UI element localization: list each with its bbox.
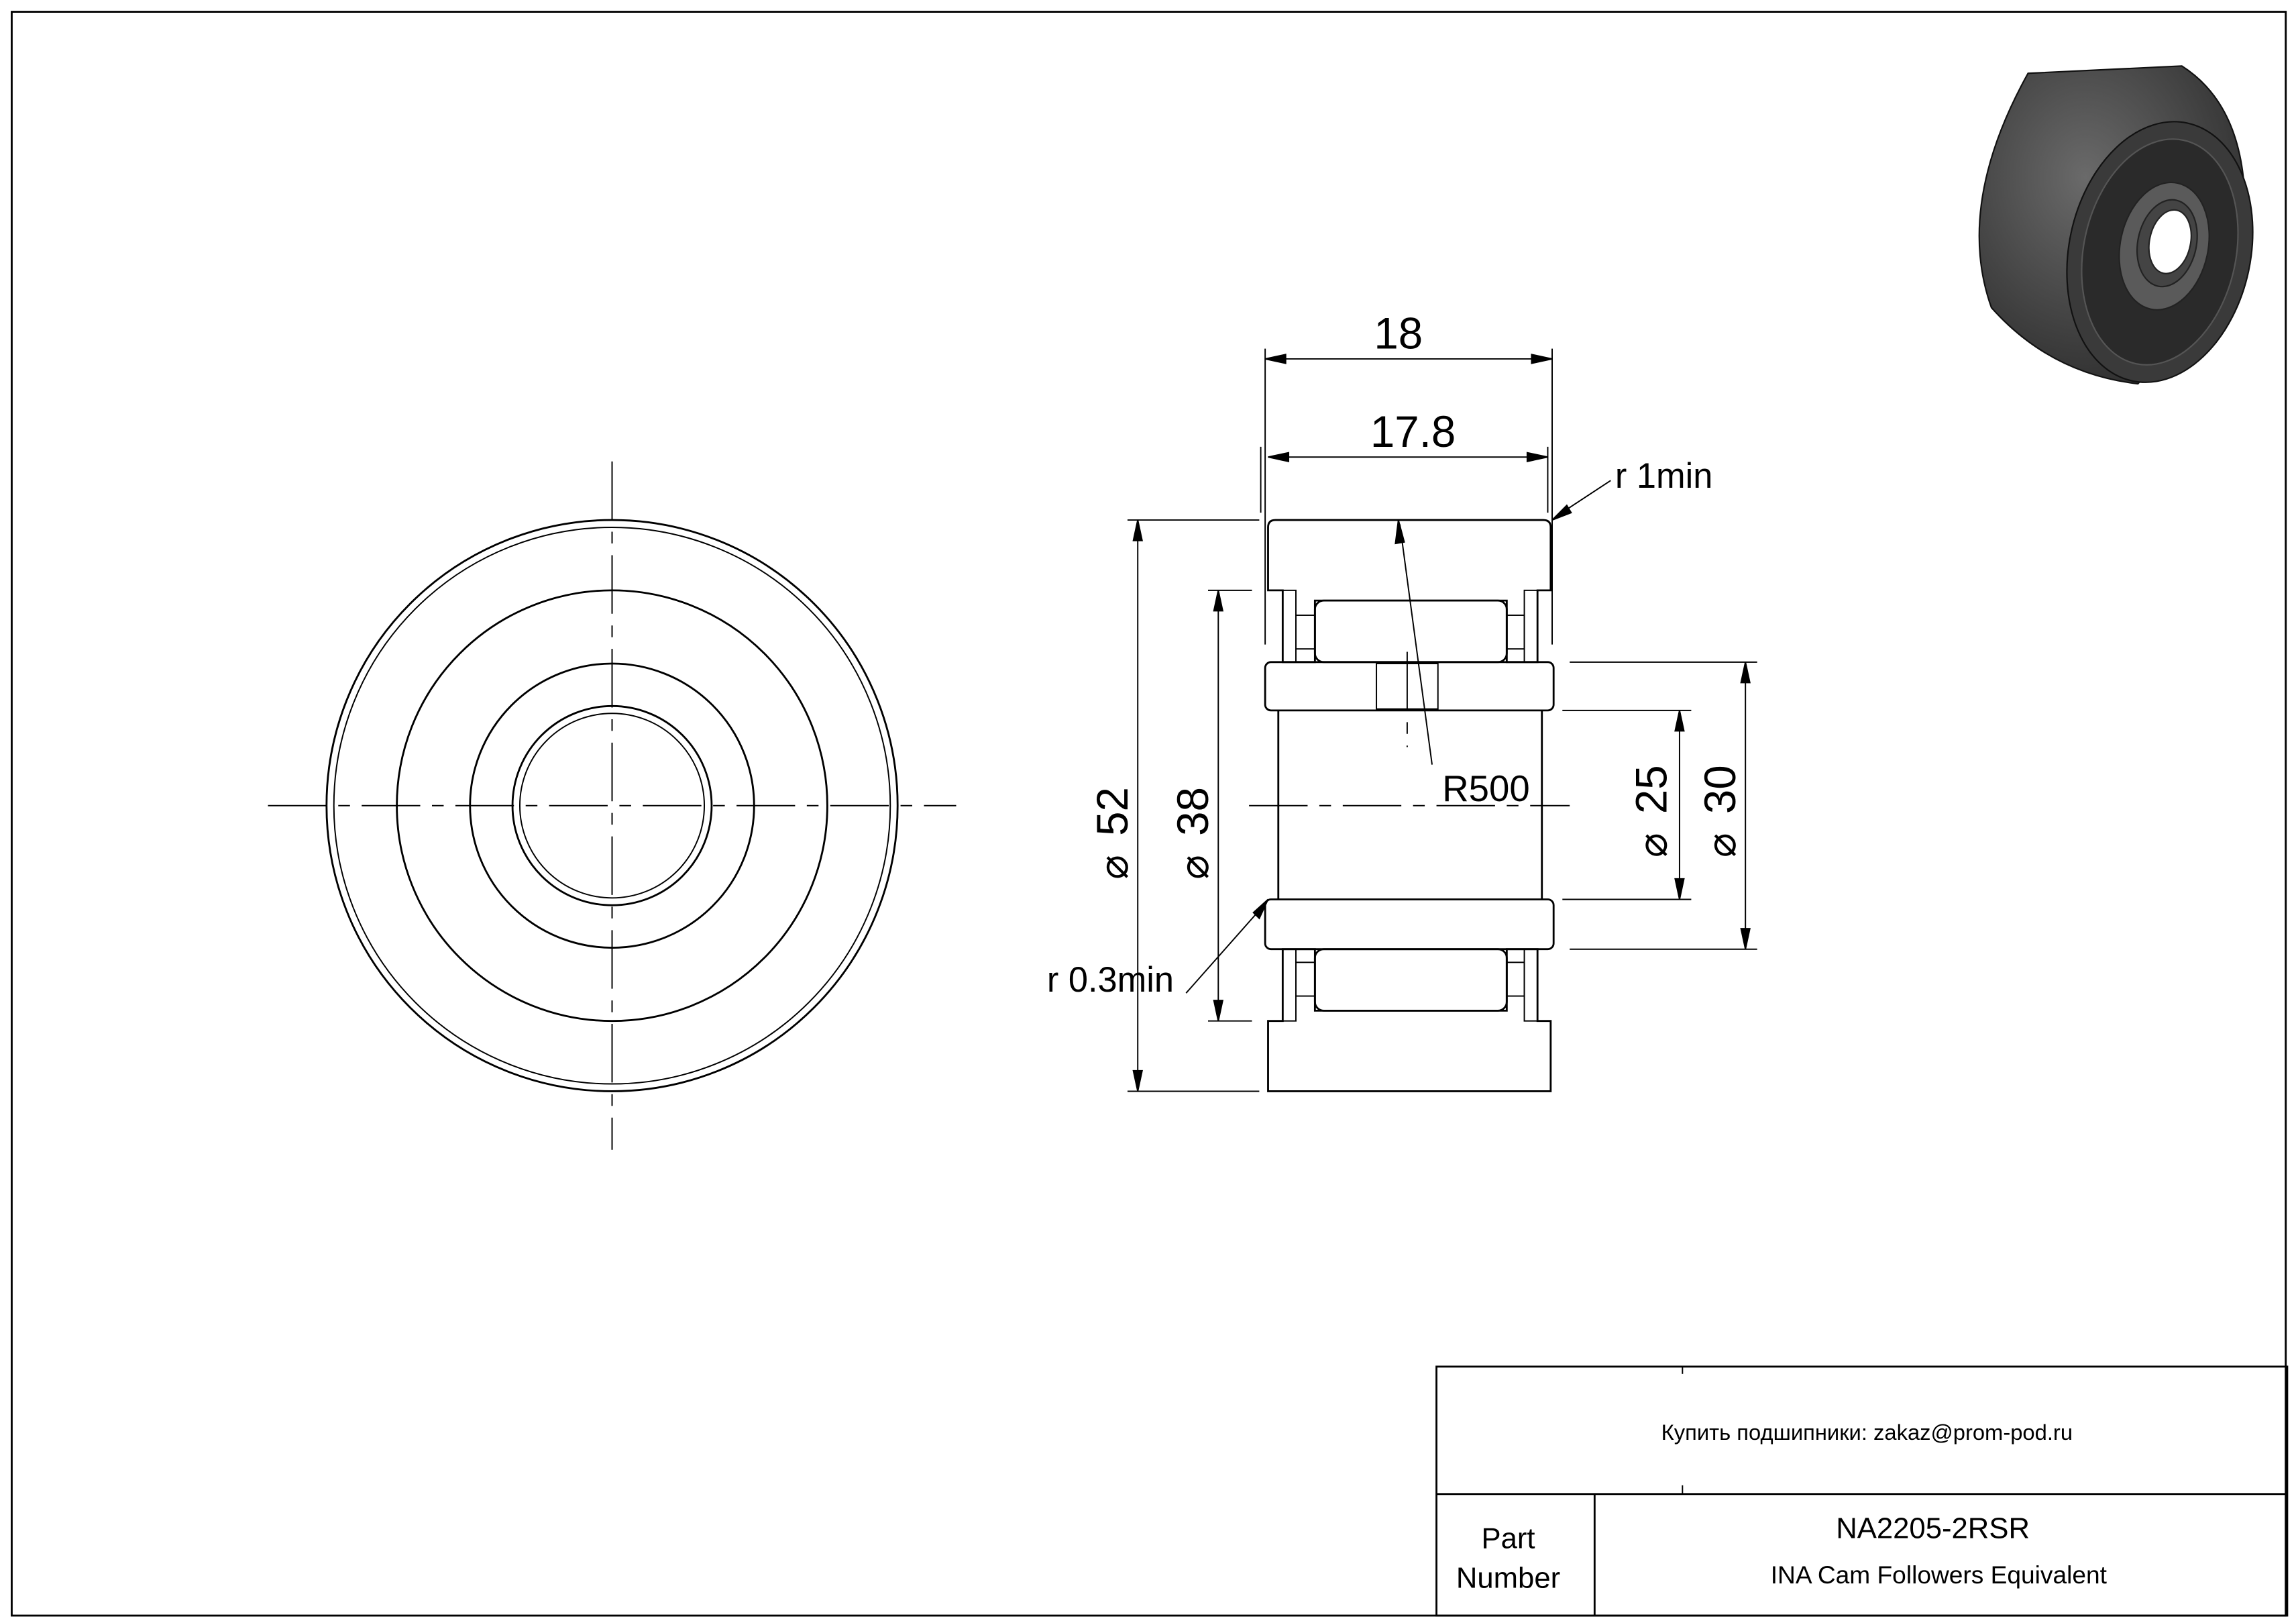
dim-width-outer: 17.8 (1370, 407, 1456, 456)
dim-diameter-symbol: ⌀ (1629, 833, 1675, 857)
seal (1282, 589, 1297, 663)
dim-bore-diameter: 25 (1627, 765, 1676, 814)
dim-inner-chamfer: r 0.3min (1047, 961, 1174, 1000)
part-description: INA Cam Followers Equivalent (1771, 1561, 2108, 1589)
dim-inner-ring-diameter: 30 (1696, 765, 1745, 814)
section-view (1249, 519, 1570, 1092)
dim-diameter-symbol: ⌀ (1091, 855, 1136, 880)
bearing-3d-model (1978, 65, 2254, 385)
contact-text: Купить подшипники: zakaz@prom-pod.ru (1661, 1420, 2073, 1445)
part-label-line2: Number (1456, 1562, 1560, 1595)
dim-outer-diameter: 52 (1088, 787, 1137, 836)
part-number: NA2205-2RSR (1836, 1512, 2030, 1545)
part-label-line1: Part (1481, 1522, 1535, 1555)
dim-crown-radius: R500 (1442, 768, 1529, 809)
dim-roller-diameter: 38 (1168, 787, 1217, 836)
sheet-border (11, 11, 2287, 1617)
front-view (268, 461, 956, 1150)
roller-bottom (1313, 948, 1508, 1012)
dim-diameter-symbol: ⌀ (1171, 855, 1217, 880)
dim-diameter-symbol: ⌀ (1698, 833, 1744, 857)
dim-width-total: 18 (1374, 309, 1423, 358)
dimensions (1127, 348, 1757, 1092)
title-block (1435, 1365, 2289, 1617)
dim-outer-chamfer: r 1min (1615, 457, 1713, 496)
